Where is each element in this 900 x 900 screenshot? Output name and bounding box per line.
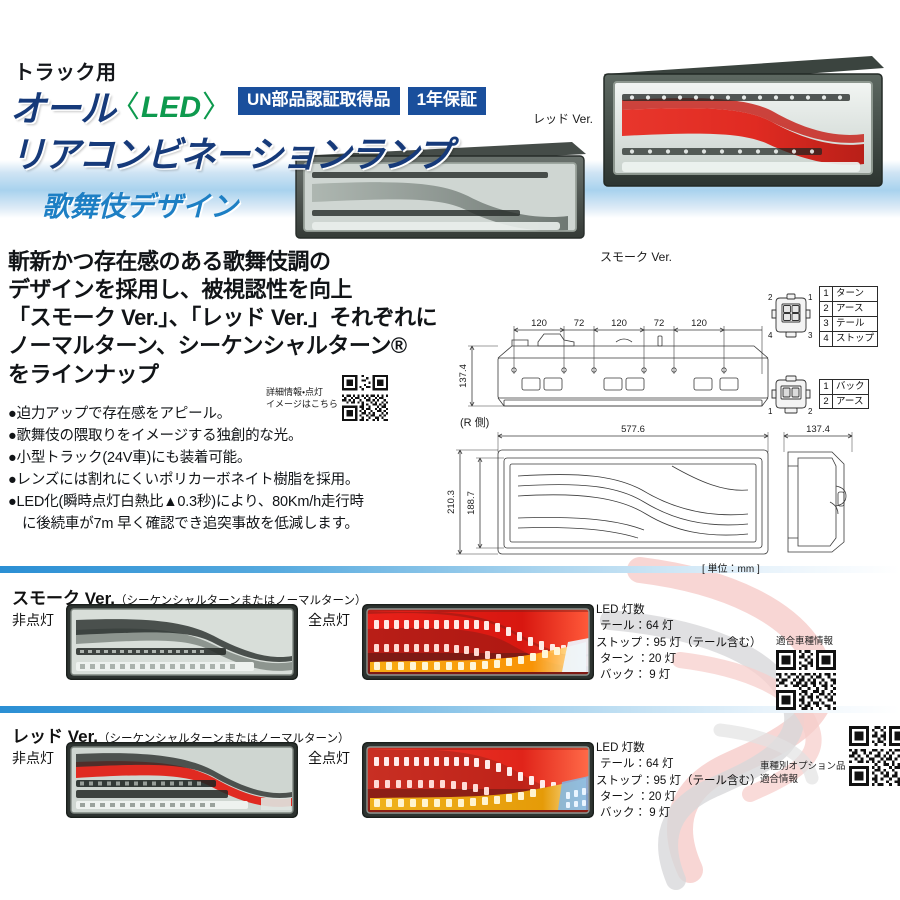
bullet-text-continued: に後続車が7m 早く確認でき追突事故を低減します。 [22, 515, 359, 532]
pin-label-2: 2 [768, 293, 773, 302]
bullet-item: ●レンズには割れにくいポリカーボネイト樹脂を採用。 [8, 471, 360, 488]
compatible-vehicle-qr-caption: 適合車種情報 [776, 636, 834, 647]
red-lamp-on-photo [362, 742, 594, 818]
vehicle-option-qr-caption: 車種別オプション品 適合情報 [760, 761, 846, 785]
dim-72-a: 72 [574, 318, 585, 329]
red-label-on: 全点灯 [308, 750, 350, 766]
headline-line-3: 「スモーク Ver.」、「レッド Ver.」それぞれに [8, 305, 438, 331]
hero-label-smoke: スモーク Ver. [600, 250, 673, 264]
pin-label-4: 4 [768, 331, 773, 340]
badge-un-certified: UN部品認証取得品 [238, 87, 400, 115]
unit-note: [ 単位：mm ] [702, 562, 760, 575]
marketing-copy: 斬新かつ存在感のある歌舞伎調の デザインを採用し、被視認性を向上 「スモーク V… [8, 248, 438, 535]
red-label-off: 非点灯 [12, 750, 54, 766]
smoke-lamp-off-photo [66, 604, 298, 680]
compatible-vehicle-qr-group[interactable]: 適合車種情報 [776, 636, 836, 711]
page-header: トラック用 オール LED リアコンビネーションランプ UN部品認証取得品 1年… [0, 0, 900, 180]
dim-120-b: 120 [611, 318, 627, 329]
compatible-vehicle-qr-code[interactable] [776, 650, 836, 711]
led-spec-tail: テール：64 灯 [600, 620, 674, 633]
led-spec-turn: ターン ：20 灯 [600, 652, 677, 665]
smoke-lamp-on-photo [362, 604, 594, 680]
led-spec-heading: LED 灯数 [596, 742, 645, 754]
dim-137-4-side: 137.4 [806, 424, 830, 435]
bullet-item: ●迫力アップで存在感をアピール。 [8, 405, 232, 422]
led-badge-text: LED [110, 82, 232, 126]
page-title-line1: オール [10, 88, 116, 129]
section-divider-middle [0, 706, 900, 713]
led-spec-heading: LED 灯数 [596, 604, 645, 616]
smoke-label-on: 全点灯 [308, 612, 350, 628]
pin-label-3: 3 [808, 331, 813, 340]
hero-photo-smoke-version [295, 142, 586, 239]
connector-4pin-diagram: 2 1 4 3 [768, 293, 813, 340]
pin-label-1: 1 [768, 407, 773, 416]
red-led-spec: LED 灯数 テール：64 灯 ストップ：95 灯（テール含む） ターン ：20… [596, 740, 762, 822]
bullet-text: ●LED化(瞬時点灯白熱比▲0.3秒)により、80Km/h走行時 [8, 493, 364, 510]
red-lamp-off-photo [66, 742, 298, 818]
led-spec-stop: ストップ：95 灯（テール含む） [596, 774, 762, 787]
header-kicker: トラック用 [14, 62, 117, 84]
led-spec-stop: ストップ：95 灯（テール含む） [596, 636, 762, 649]
bullet-item: ●LED化(瞬時点灯白熱比▲0.3秒)により、80Km/h走行時 に後続車が7m… [8, 491, 428, 535]
bullet-item: ●歌舞伎の隈取りをイメージする独創的な光。 [8, 427, 303, 444]
detail-info-qr-caption: 詳細情報・点灯 イメージはこちら [266, 386, 338, 409]
headline-line-1: 斬新かつ存在感のある歌舞伎調の [8, 249, 331, 274]
pin-label-2: 2 [808, 407, 813, 416]
connector-2pin-diagram: 1 2 [768, 375, 813, 416]
headline-line-4: ノーマルターン、シーケンシャルターン® [8, 333, 407, 359]
certification-badges: UN部品認証取得品 1年保証 [238, 87, 487, 115]
kabuki-design-banner: 歌舞伎デザイン [42, 191, 239, 222]
detail-info-qr-code[interactable] [341, 375, 388, 421]
section-divider-top [0, 566, 900, 573]
led-spec-turn: ターン ：20 灯 [600, 790, 677, 803]
dim-120-a: 120 [531, 318, 547, 329]
led-spec-back: バック： 9 灯 [600, 669, 671, 682]
headline-line-2: デザインを採用し、被視認性を向上 [8, 277, 353, 303]
vehicle-option-qr-group[interactable]: 車種別オプション品 適合情報 [760, 726, 900, 786]
bullet-item: ●小型トラック(24V車)にも装着可能。 [8, 449, 252, 466]
hero-photo-red-version [603, 56, 884, 187]
pin-label-1: 1 [808, 293, 813, 302]
side-label-r: (R 側) [460, 416, 489, 429]
feature-bullets: ●迫力アップで存在感をアピール。 ●歌舞伎の隈取りをイメージする独創的な光。 ●… [8, 403, 428, 535]
kabuki-watermark [600, 557, 836, 890]
led-spec-back: バック： 9 灯 [600, 807, 671, 820]
page-title-line2: リアコンビネーションランプ [10, 134, 452, 175]
dim-72-b: 72 [654, 318, 665, 329]
dim-120-c: 120 [691, 318, 707, 329]
technical-drawing: 120 72 120 72 120 577.6 137.4 137.4 210.… [432, 290, 900, 578]
smoke-led-spec: LED 灯数 テール：64 灯 ストップ：95 灯（テール含む） ターン ：20… [596, 602, 762, 684]
led-spec-tail: テール：64 灯 [600, 758, 674, 771]
dim-188-7: 188.7 [466, 491, 477, 515]
badge-warranty: 1年保証 [407, 87, 487, 115]
headline-line-5: をラインナップ [8, 361, 159, 387]
detail-info-qr-group[interactable]: 詳細情報・点灯 イメージはこちら [266, 375, 388, 421]
hero-label-red: レッド Ver. [533, 112, 594, 126]
dim-577-6: 577.6 [621, 424, 645, 435]
dim-137-4-height: 137.4 [458, 364, 469, 388]
dim-210-3: 210.3 [446, 490, 457, 514]
vehicle-option-qr-code[interactable] [848, 726, 900, 786]
smoke-label-off: 非点灯 [12, 612, 54, 628]
